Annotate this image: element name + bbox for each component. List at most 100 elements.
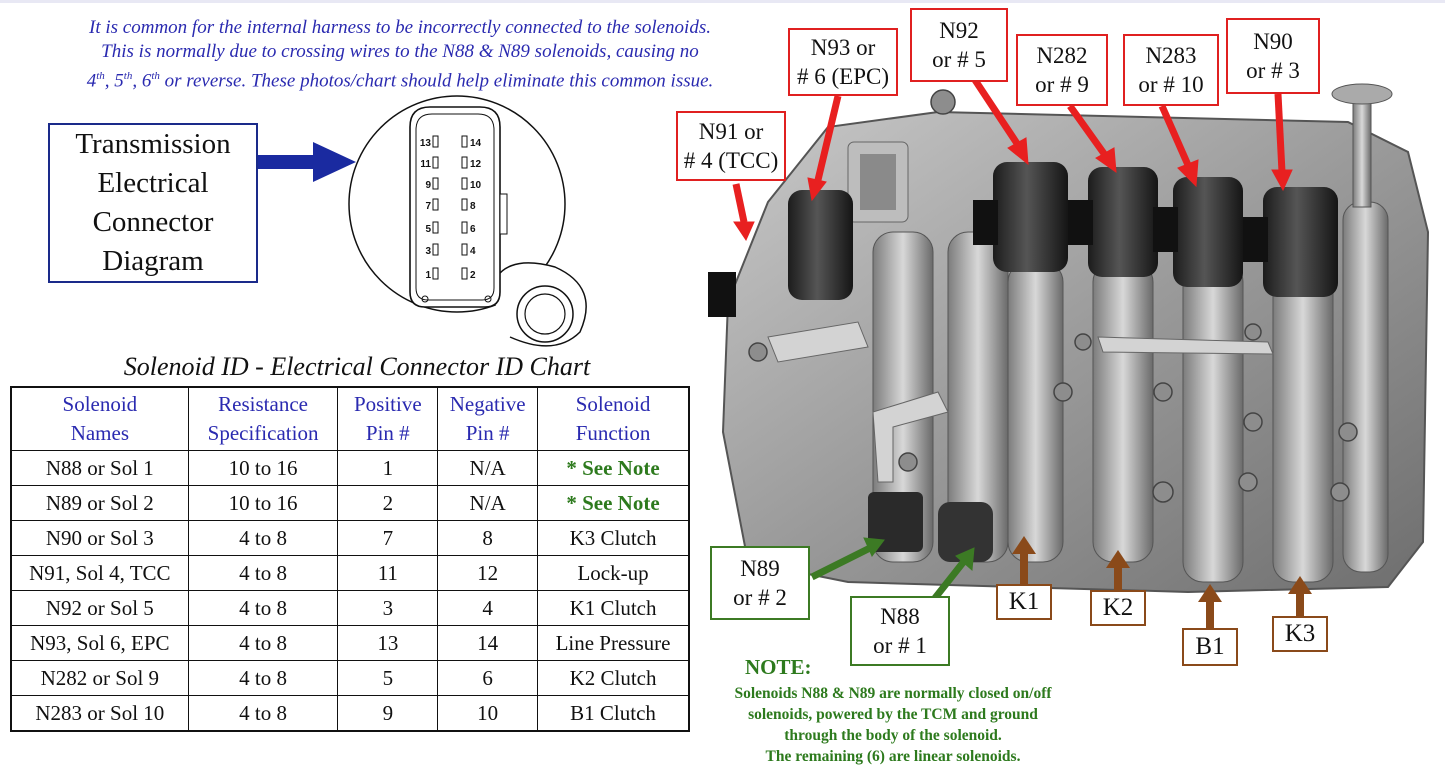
cell-negative: 6 <box>437 660 539 696</box>
table-row: N91, Sol 4, TCC 4 to 8 11 12 Lock-up <box>10 555 690 591</box>
label-n93: N93 or# 6 (EPC) <box>788 28 898 96</box>
cell-function: * See Note <box>537 450 690 486</box>
cell-function: K1 Clutch <box>537 590 690 626</box>
label-n91: N91 or# 4 (TCC) <box>676 111 786 181</box>
pin-label: 12 <box>470 159 482 170</box>
cell-name: N92 or Sol 5 <box>10 590 189 626</box>
intro-line-3: 4th, 5th, 6th or reverse. These photos/c… <box>86 70 714 92</box>
top-border <box>0 0 1445 3</box>
pin-label: 14 <box>470 138 482 149</box>
cell-function: Line Pressure <box>537 625 690 661</box>
cell-function: * See Note <box>537 485 690 521</box>
table-row: N283 or Sol 10 4 to 8 9 10 B1 Clutch <box>10 695 690 732</box>
cell-positive: 1 <box>337 450 439 486</box>
pin-label: 2 <box>470 270 476 281</box>
label-k3: K3 <box>1272 616 1328 652</box>
cell-resistance: 10 to 16 <box>187 450 339 486</box>
pin-label: 7 <box>425 201 431 212</box>
label-k2: K2 <box>1090 590 1146 626</box>
pin-label: 6 <box>470 224 476 235</box>
note-title: NOTE: <box>745 655 812 679</box>
cell-function: K2 Clutch <box>537 660 690 696</box>
cell-positive: 2 <box>337 485 439 521</box>
cell-negative: 4 <box>437 590 539 626</box>
cell-function: Lock-up <box>537 555 690 591</box>
intro-text: It is common for the internal harness to… <box>10 16 790 93</box>
cell-name: N89 or Sol 2 <box>10 485 189 521</box>
cell-negative: 14 <box>437 625 539 661</box>
connector-title-line: Electrical <box>97 167 209 199</box>
intro-line-1: It is common for the internal harness to… <box>89 17 711 38</box>
cell-negative: N/A <box>437 485 539 521</box>
cell-negative: 8 <box>437 520 539 556</box>
valve-body-illustration <box>708 83 1430 594</box>
pin-label: 4 <box>470 246 476 257</box>
note-body: Solenoids N88 & N89 are normally closed … <box>688 683 1098 767</box>
pin-label: 1 <box>425 270 431 281</box>
connector-title-line: Connector <box>92 206 214 238</box>
table-row: N92 or Sol 5 4 to 8 3 4 K1 Clutch <box>10 590 690 626</box>
pin-label: 8 <box>470 201 476 212</box>
cell-positive: 3 <box>337 590 439 626</box>
connector-diagram: 13 11 9 7 5 3 1 14 12 10 8 6 4 2 <box>348 95 587 347</box>
pin-label: 9 <box>425 180 431 191</box>
cell-negative: 12 <box>437 555 539 591</box>
cell-name: N282 or Sol 9 <box>10 660 189 696</box>
connector-title-line: Diagram <box>102 245 204 277</box>
table-row: N93, Sol 6, EPC 4 to 8 13 14 Line Pressu… <box>10 625 690 661</box>
pin-label: 10 <box>470 180 482 191</box>
cell-name: N88 or Sol 1 <box>10 450 189 486</box>
intro-line-2: This is normally due to crossing wires t… <box>101 41 699 62</box>
lower-solenoids <box>868 492 993 562</box>
cell-resistance: 4 to 8 <box>187 660 339 696</box>
label-b1: B1 <box>1182 628 1238 666</box>
bolts <box>748 89 1358 503</box>
note-line: solenoids, powered by the TCM and ground <box>748 706 1038 723</box>
pin-label: 13 <box>420 138 432 149</box>
connector-pin-slots <box>432 135 468 280</box>
table-row: N89 or Sol 2 10 to 16 2 N/A * See Note <box>10 485 690 521</box>
cell-positive: 5 <box>337 660 439 696</box>
cell-name: N91, Sol 4, TCC <box>10 555 189 591</box>
chart-title: Solenoid ID - Electrical Connector ID Ch… <box>123 352 591 381</box>
cell-negative: 10 <box>437 695 539 732</box>
cell-name: N283 or Sol 10 <box>10 695 189 732</box>
cell-resistance: 10 to 16 <box>187 485 339 521</box>
connector-diagram-title-box: Transmission Electrical Connector Diagra… <box>48 123 258 283</box>
cell-function: K3 Clutch <box>537 520 690 556</box>
table-row: N90 or Sol 3 4 to 8 7 8 K3 Clutch <box>10 520 690 556</box>
cell-resistance: 4 to 8 <box>187 555 339 591</box>
cell-positive: 9 <box>337 695 439 732</box>
cell-function: B1 Clutch <box>537 695 690 732</box>
cell-resistance: 4 to 8 <box>187 695 339 732</box>
cell-name: N93, Sol 6, EPC <box>10 625 189 661</box>
table-row: N282 or Sol 9 4 to 8 5 6 K2 Clutch <box>10 660 690 696</box>
note-line: through the body of the solenoid. <box>784 727 1002 744</box>
cell-positive: 13 <box>337 625 439 661</box>
cell-positive: 11 <box>337 555 439 591</box>
note-line: Solenoids N88 & N89 are normally closed … <box>734 685 1052 702</box>
cell-positive: 7 <box>337 520 439 556</box>
cell-resistance: 4 to 8 <box>187 590 339 626</box>
note-line: The remaining (6) are linear solenoids. <box>765 748 1021 765</box>
pin-label: 5 <box>425 224 431 235</box>
table-row: N88 or Sol 1 10 to 16 1 N/A * See Note <box>10 450 690 486</box>
connector-title-line: Transmission <box>75 128 231 160</box>
cell-negative: N/A <box>437 450 539 486</box>
pin-label: 11 <box>420 159 431 170</box>
cell-resistance: 4 to 8 <box>187 520 339 556</box>
upper-solenoids <box>708 162 1338 317</box>
